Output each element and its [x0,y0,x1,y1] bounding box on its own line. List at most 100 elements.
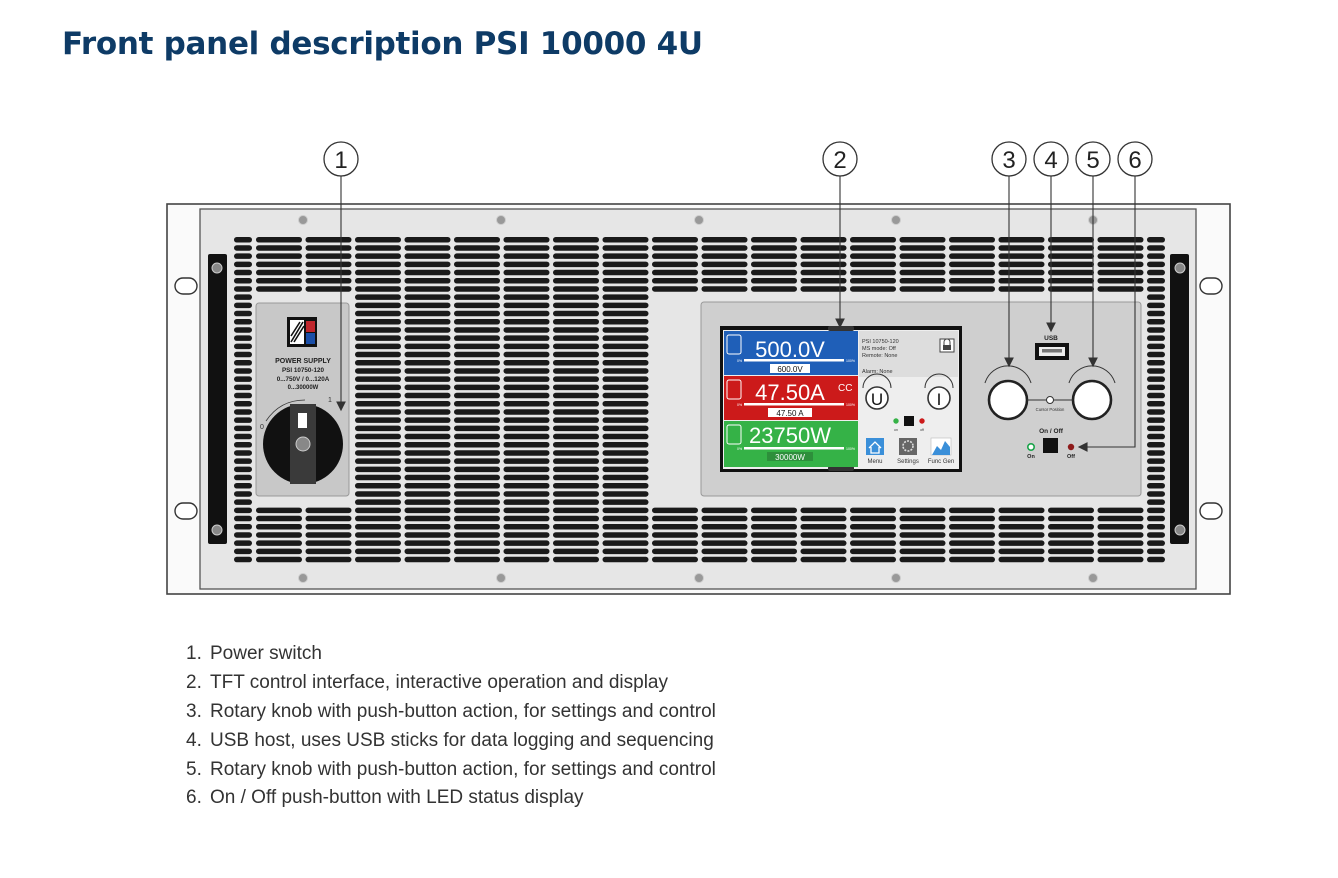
vent-slot [652,286,698,292]
vent-slot [454,409,500,415]
vent-slot [652,515,698,522]
vent-slot [998,548,1045,555]
onoff-button[interactable] [1043,438,1058,453]
vent-slot [404,343,451,350]
vent-slot [998,261,1045,268]
vent-slot [404,360,451,366]
legend-text: TFT control interface, interactive opera… [210,671,668,693]
vent-slot [454,433,500,440]
vent-slot [454,417,500,423]
vent-slot [553,286,599,292]
vent-slot [949,507,995,514]
callout-number: 6 [1128,147,1141,174]
tft-display[interactable]: 500.0V 0% 100% 600.0V 47.50A CC 0% 100% … [720,326,962,472]
vent-slot [602,302,649,309]
vent-slot [503,343,550,350]
vent-slot [1097,548,1144,555]
power-switch[interactable] [263,404,343,484]
vent-slot [553,327,599,333]
vent-slot [652,278,698,284]
vent-slot [234,278,252,284]
vent-slot [850,261,896,268]
vent-slot [1147,442,1165,448]
vent-slot [602,286,649,292]
vent-slot [355,302,401,309]
screen-onoff-button[interactable] [904,416,914,426]
vent-slot [602,368,649,374]
vent-slot [234,499,252,505]
vent-slot [1147,499,1165,505]
vent-slot [503,507,550,514]
bar-min-label: 0% [737,403,742,407]
vent-slot [850,278,896,284]
vent-slot [234,425,252,432]
vent-slot [1147,483,1165,489]
lock-icon[interactable] [939,338,955,353]
vent-slot [404,540,451,546]
vent-slot [701,261,748,268]
vent-slot [404,409,451,415]
vent-slot [256,253,302,259]
power-set-value: 30000W [775,453,805,462]
menu-button[interactable] [866,438,884,455]
vent-slot [553,245,599,251]
callout-number: 5 [1086,147,1099,174]
vent-slot [503,376,550,382]
knob-i-icon[interactable]: I [924,373,954,410]
vent-slot [899,532,946,538]
vent-slot [256,507,302,514]
left-rotary-knob[interactable] [987,379,1029,421]
vent-slot [355,384,401,391]
vent-slot [602,540,649,546]
vent-slot [850,253,896,259]
power-set-box[interactable] [767,452,813,461]
vent-slot [553,351,599,358]
vent-slot [503,450,550,456]
vent-slot [503,294,550,300]
usb-port[interactable] [1035,343,1069,360]
current-set-box[interactable] [768,408,812,417]
vent-slot [949,548,995,555]
vent-slot [355,474,401,481]
vent-slot [602,237,649,243]
vent-slot [602,458,649,464]
vent-slot [454,556,500,563]
vent-slot [234,368,252,374]
vent-slot [404,532,451,538]
vent-slot [503,524,550,530]
vent-slot [305,237,352,243]
right-rotary-knob[interactable] [1071,379,1113,421]
vent-slot [553,302,599,309]
vent-slot [1147,310,1165,317]
vent-slot [256,278,302,284]
vent-slot [652,507,698,514]
settings-button[interactable] [899,438,917,455]
vent-slot [899,253,946,259]
screen-on-led-icon [893,418,899,424]
vent-slot [404,433,451,440]
vent-slot [1147,450,1165,456]
callout-6: 6 [1117,141,1153,177]
keypad-icon[interactable] [726,334,742,355]
funcgen-button[interactable] [930,437,952,456]
vent-slot [899,548,946,555]
keypad-icon[interactable] [726,424,742,445]
vent-slot [355,433,401,440]
vent-slot [701,245,748,251]
knob-u-icon[interactable]: U [862,373,892,410]
keypad-icon[interactable] [726,379,742,400]
vent-slot [751,540,797,546]
vent-slot [1147,360,1165,366]
vent-slot [998,515,1045,522]
vent-slot [899,237,946,243]
vent-slot [800,548,847,555]
voltage-set-box[interactable] [770,364,810,373]
vent-slot [305,507,352,514]
callout-number: 3 [1002,147,1015,174]
front-panel-diagram: POWER SUPPLY PSI 10750-120 0...750V / 0.… [166,141,1231,595]
switch-mark-off: 0 [260,424,264,431]
vent-slot [800,245,847,251]
device-label-line: PSI 10750-120 [282,367,325,374]
vent-slot [234,401,252,407]
vent-slot [1147,524,1165,530]
